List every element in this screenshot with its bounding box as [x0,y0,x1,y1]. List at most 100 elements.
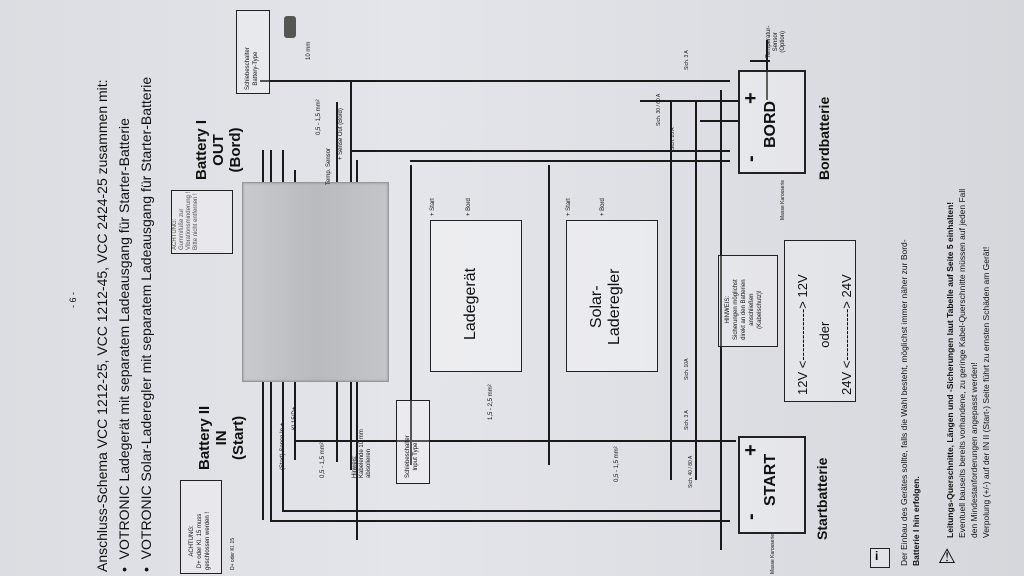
battery1-sub2: (Bord) [227,127,244,173]
achtung-left-box [180,480,222,574]
hinweis-sich-title: HINWEIS: [725,295,731,324]
bord-plus-icon: + [740,92,762,104]
temp-sensor-option-line3: (Option) [780,30,786,53]
temp-sensor-option-line1: Temperatur- [766,25,772,58]
fuse-start-10: Sich. 10A [684,358,690,380]
wire-size-label-b: 0,5 - 1,5 mm² [316,99,322,135]
achtung-left-title: ACHTUNG: [189,525,195,557]
footer-warning-line1: Leitungs-Querschnitte, Längen und -Siche… [945,201,955,538]
start-ground-label: Masse Karosserie [770,533,776,574]
charger-start-terminal: + Start [430,198,436,216]
hinweis-kabel-note: Hinweis: Kabelende 10 mm abisolieren [352,429,373,478]
fuse-start-small: Sich. 3 A [684,410,690,430]
bord-battery-caption: Bordbatterie [816,96,832,180]
ten-mm-label: 10 mm [306,41,312,60]
start-battery-label: START [762,453,779,506]
achtung-mid-box [171,190,233,254]
battery-type-line1: Schiebeschalter [245,47,251,90]
sense-out-label: + Sense Out (Bord) [338,108,344,160]
d-plus-label: D+ oder Kl. 15 [230,537,236,570]
footer-info: Der Einbau des Gerätes sollte, falls die… [898,239,922,566]
hinweis-sich-line3: anschließen [749,293,755,326]
slide-switch-icon [284,16,296,38]
bord-ground-label: Masse Karosserie [780,179,786,220]
page-number: - 6 - [68,291,78,308]
hinweis-kabel-line3: abisolieren [366,448,372,478]
hinweis-sich-note: HINWEIS: Sicherungen möglichst direkt an… [724,279,764,340]
hinweis-sich-line2: direkt an den Batterien [741,279,747,340]
solar-bord-terminal: + Bord [600,198,606,216]
bullet-1-text: VOTRONIC Ladegerät mit separatem Ladeaus… [116,118,132,560]
info-glyph: i [875,549,879,563]
start-plus-icon: + [740,444,762,456]
wire-size-label-a: 0,5 - 1,5 mm² [320,442,326,478]
bord-battery-label: BORD [762,100,779,148]
solar-line1: Solar- [588,285,605,329]
voltage-box [784,240,856,402]
fuse-start-main: Sich. 40 / 80 A [688,455,694,488]
solar-box [566,220,658,372]
bord-battery [738,70,806,174]
voltage-compat: 12V <------------> 12V oder 24V <-------… [792,274,858,395]
solar-label: Solar- Laderegler [588,269,624,346]
wire-size-label-c: 1,5 - 2,5 mm² [488,384,494,420]
battery-type-label: Schiebeschalter Battery-Type [244,47,260,90]
fuse-bord-small: Sich. 3 A [684,50,690,70]
page-heading: Anschluss-Schema VCC 1212-25, VCC 1212-4… [94,79,110,572]
fuse-bord-30: Sich. 30 / 60 A [656,93,662,126]
hinweis-sich-line4: (Kabelschutz)! [757,290,763,329]
temp-sensor-label: Temp. Sensor [326,147,332,185]
input-type-label: Schiebeschalter Input Type [404,435,420,478]
battery2-label: Battery II IN (Start) [196,406,247,470]
footer-info-line1: Der Einbau des Gerätes sollte, falls die… [899,239,909,566]
battery1-label: Battery I OUT (Bord) [193,120,244,180]
solar-start-terminal: + Start [566,198,572,216]
input-type-line1: Schiebeschalter [405,435,411,478]
heading-bullet-2: • VOTRONIC Solar-Laderegler mit separate… [138,76,154,572]
achtung-left-line1: D+ oder Kl. 15 muss [197,513,203,569]
footer-warning-line4: Verpolung (+/-) auf der IN II (Start-) S… [981,246,991,538]
footer-warning-line2: Eventuell bauseits bereits vorhandene, z… [957,188,967,538]
footer-warning-line3: den Mindestanforderungen angepasst werde… [969,362,979,538]
solar-line2: Laderegler [606,268,623,346]
battery2-title: Battery II [196,405,213,470]
fuse-bord-main: Sich. 25 A [670,127,676,150]
voltage-mid: oder [817,321,832,348]
kl15-label: Kl 15/D+ [292,406,298,430]
charger-label: Ladegerät [462,267,479,340]
battery2-sub2: (Start) [230,415,247,460]
temp-sensor-option-line2: Sensor [773,32,779,52]
hinweis-kabel-line2: Kabelende 10 mm [359,429,365,478]
achtung-left-note: ACHTUNG: D+ oder Kl. 15 muss geschlossen… [188,512,212,570]
battery-type-box [236,10,270,94]
wire-size-label-d: 0,5 - 1,5 mm² [614,446,620,482]
bord-minus-icon: - [740,155,762,162]
achtung-left-line2: geschlossen werden ! [205,511,211,570]
charger-bord-terminal: + Bord [466,198,472,216]
input-type-box [396,400,430,484]
hinweis-kabel-title: Hinweis: [352,455,358,478]
start-minus-icon: - [740,513,762,520]
footer-warning: Leitungs-Querschnitte, Längen und -Siche… [944,189,992,538]
converter-unit [242,182,389,382]
start-battery-caption: Startbatterie [814,457,830,540]
battery-type-line2: Battery-Type [253,51,259,86]
temp-sensor-option: Temperatur- Sensor (Option) [766,26,787,58]
battery1-sub: OUT [210,134,227,166]
battery1-title: Battery I [193,119,210,180]
voltage-line1: 12V <------------> 12V [795,274,810,395]
sense-in-label: (Start) Sense In + [280,422,286,470]
hinweis-sich-line1: Sicherungen möglichst [733,279,739,340]
bullet-2-text: VOTRONIC Solar-Laderegler mit separatem … [138,76,154,560]
hinweis-sich-box [718,255,778,347]
start-battery [738,436,806,534]
voltage-line2: 24V <------------> 24V [839,274,854,395]
footer-info-line2: Batterie I hin erfolgen. [911,476,921,566]
input-type-line2: Input Type [413,442,419,471]
charger-box [430,220,522,372]
heading-bullet-1: • VOTRONIC Ladegerät mit separatem Ladea… [116,118,132,572]
battery2-sub: IN [213,430,230,446]
warning-triangle-icon: ⚠ [938,546,956,568]
info-icon [870,548,890,568]
